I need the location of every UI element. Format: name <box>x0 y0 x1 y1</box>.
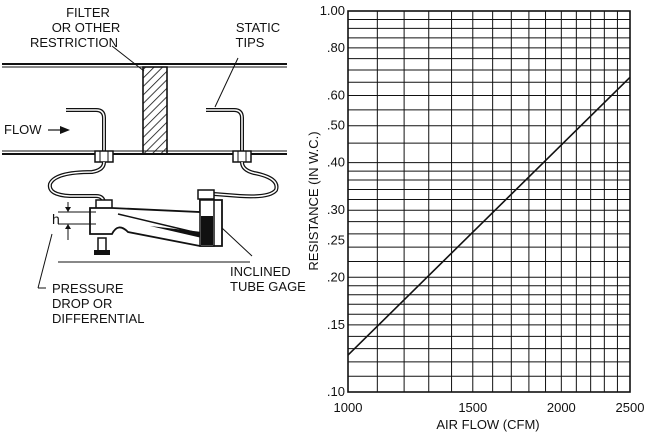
plot-frame <box>347 10 631 393</box>
static-tips-label-line1: STATIC <box>236 20 280 35</box>
filter-label-line2: OR OTHER <box>52 20 121 35</box>
x-tick-label: 1500 <box>458 400 487 415</box>
y-tick-label: .15 <box>327 317 345 332</box>
x-tick-label: 2500 <box>616 400 645 415</box>
static-tips-label-line2: TIPS <box>236 35 265 50</box>
gage-label-line1: INCLINED <box>230 264 291 279</box>
filter-block <box>142 66 168 155</box>
static-tips-leader <box>214 57 239 108</box>
filter-label-line3: RESTRICTION <box>30 35 118 50</box>
gage-reservoir-fluid <box>201 216 213 245</box>
gage-foot <box>97 237 107 253</box>
y-axis-label: RESISTANCE (IN W.C.) <box>306 131 321 270</box>
gage-leader <box>221 227 253 257</box>
fitting-downstream <box>232 150 252 163</box>
static-tip-downstream-inner <box>206 109 243 152</box>
static-tip-downstream <box>206 108 244 152</box>
pressure-label-line1: PRESSURE <box>52 281 124 296</box>
filter-leader <box>111 45 145 72</box>
resistance-chart: .10 .15 .20 .25 .30 .40 .50 .60 .80 1.00 1000 1500… <box>306 3 644 432</box>
y-tick-labels: .10 .15 .20 .25 .30 .40 .50 .60 .80 1.00 <box>320 3 345 399</box>
y-tick-label: .10 <box>327 384 345 399</box>
x-tick-label: 1000 <box>334 400 363 415</box>
filter-label-line1: FILTER <box>66 5 110 20</box>
x-axis-label: AIR FLOW (CFM) <box>436 417 539 432</box>
y-tick-label: .60 <box>327 88 345 103</box>
y-tick-label: .25 <box>327 232 345 247</box>
chart-grid <box>347 10 631 393</box>
pressure-label-line2: DROP OR <box>52 296 112 311</box>
pressure-label-line3: DIFFERENTIAL <box>52 311 144 326</box>
y-tick-label: .30 <box>327 202 345 217</box>
y-tick-label: .20 <box>327 269 345 284</box>
pressure-leader <box>37 233 53 289</box>
static-tip-upstream <box>66 108 106 152</box>
static-tip-upstream-inner <box>66 109 105 152</box>
y-tick-label: .80 <box>327 40 345 55</box>
fitting-upstream <box>94 150 114 163</box>
chart-series <box>347 76 631 356</box>
y-tick-label: 1.00 <box>320 3 345 18</box>
y-tick-label: .50 <box>327 118 345 133</box>
gage-label-line2: TUBE GAGE <box>230 279 306 294</box>
h-label: h <box>52 211 60 227</box>
y-tick-label: .40 <box>327 155 345 170</box>
hose-upstream <box>47 161 106 205</box>
gage-fitting-right <box>197 189 215 200</box>
flow-label: FLOW <box>4 122 42 137</box>
inclined-tube-fluid <box>150 226 202 238</box>
pressure-measurement-diagram: FILTER OR OTHER RESTRICTION STATIC TIPS … <box>2 5 306 326</box>
resistance-line <box>347 76 631 356</box>
x-tick-label: 2000 <box>547 400 576 415</box>
x-tick-labels: 1000 1500 2000 2500 <box>334 400 645 415</box>
